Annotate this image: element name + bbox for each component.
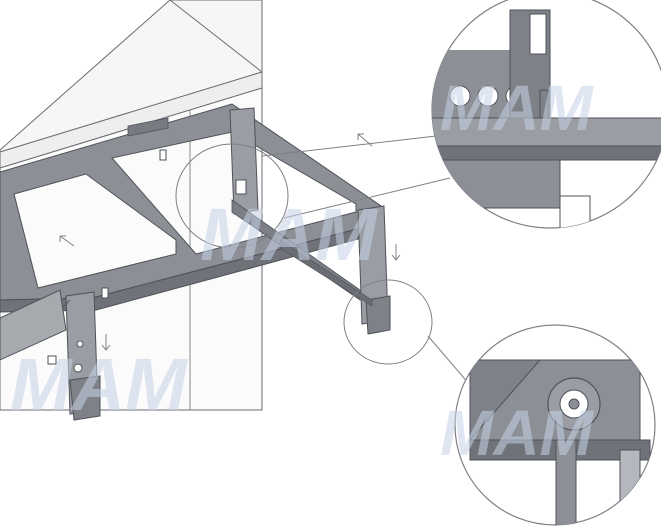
left-mount-bracket	[69, 375, 101, 421]
watermark-text-4: MAM	[440, 397, 595, 469]
cabinet-top-face	[0, 0, 263, 153]
detail-view-top	[431, 0, 661, 229]
watermark-text-2: MAM	[10, 343, 188, 426]
right-runner-lower	[279, 239, 373, 307]
arrow-down-icon-right	[391, 244, 401, 261]
detail-callouts	[175, 135, 477, 393]
left-foot-plate	[0, 289, 67, 361]
watermark-text: MAM	[200, 193, 378, 276]
detail-circle-top	[175, 143, 289, 249]
arrow-down-icon	[101, 334, 111, 351]
arrow-in-icon	[59, 235, 75, 247]
direction-arrows	[59, 133, 401, 351]
watermark: MAM MAM MAM MAM	[10, 72, 595, 469]
detail-circle-bottom	[343, 279, 433, 365]
arrow-back-icon	[357, 133, 373, 147]
watermark-text-3: MAM	[440, 72, 595, 144]
left-runner	[127, 117, 169, 137]
